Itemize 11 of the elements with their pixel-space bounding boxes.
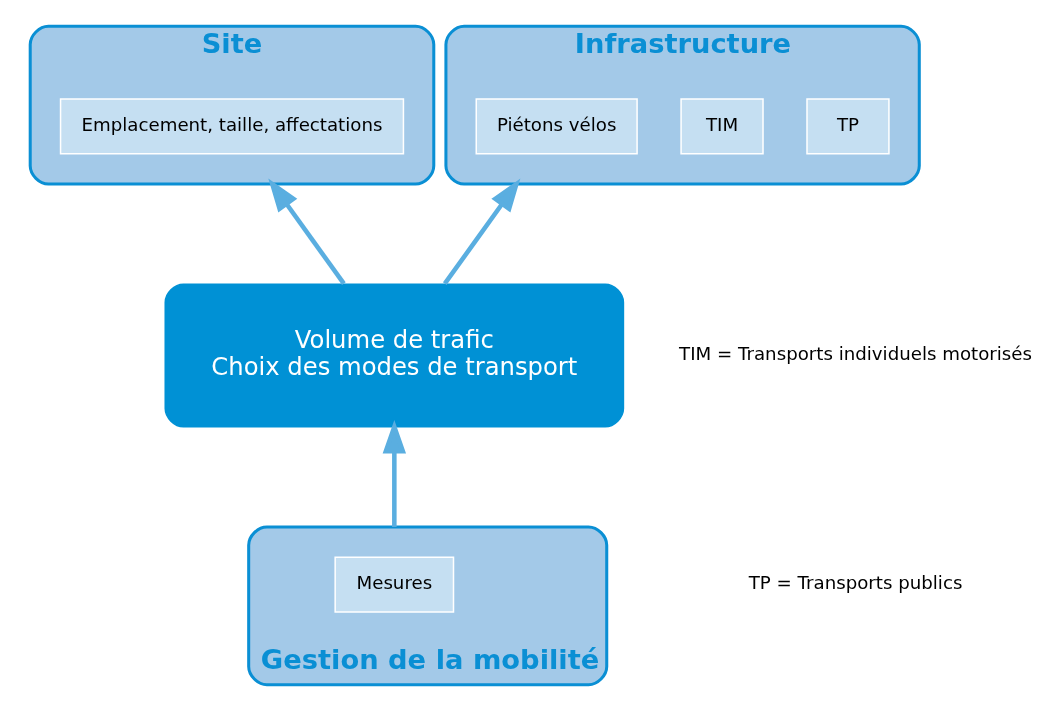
arrow xyxy=(268,178,346,286)
node-box: TP xyxy=(806,98,890,155)
node-box: Piétons vélos xyxy=(475,98,638,155)
node-box: Emplacement, taille, affectations xyxy=(59,98,405,155)
arrow xyxy=(442,178,521,285)
label: TP = Transports publics xyxy=(748,572,963,594)
label: TIM = Transports individuels motorisés xyxy=(679,343,1033,365)
node-box: TIM xyxy=(680,98,764,155)
node-box: Mesures xyxy=(334,556,455,613)
node-box: Volume de trafic Choix des modes de transport xyxy=(164,283,625,428)
arrow xyxy=(382,420,407,527)
